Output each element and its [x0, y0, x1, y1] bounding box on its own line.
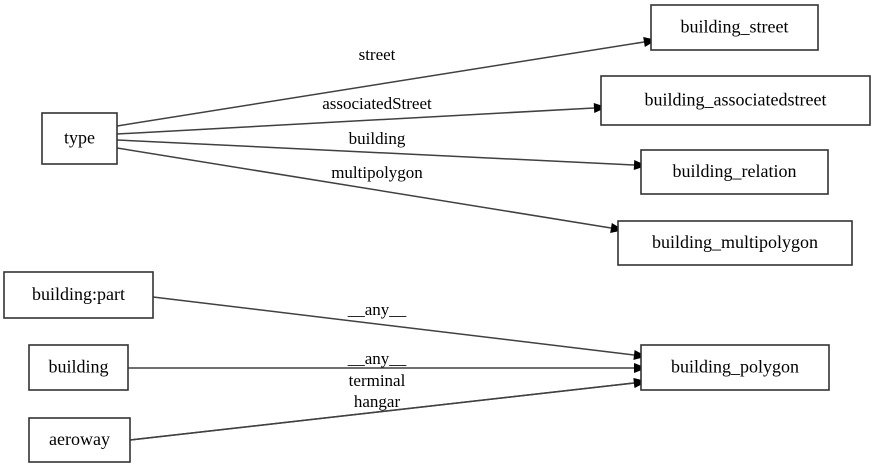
node-box[interactable]: [617, 220, 853, 266]
node-building_associatedstreet[interactable]: building_associatedstreet: [600, 75, 871, 126]
edge-labels-layer: street associatedStreet building multipolyg…: [322, 45, 432, 411]
node-label: building: [48, 357, 108, 377]
edge-arrowhead-icon: [633, 378, 647, 388]
edge-line: [116, 147, 612, 229]
node-type[interactable]: type: [41, 112, 118, 165]
node-label: aeroway: [49, 429, 110, 449]
node-box[interactable]: [640, 344, 830, 391]
node-aeroway[interactable]: aeroway: [28, 417, 131, 463]
edge-label-e7: terminal: [349, 371, 406, 390]
edge-line: [116, 107, 595, 135]
edge-line: [152, 296, 635, 356]
edges-layer: [116, 37, 657, 441]
edge-label-e6: __any__: [347, 349, 407, 368]
node-box[interactable]: [28, 344, 129, 391]
edge-line: [116, 41, 645, 127]
node-label: building:part: [32, 284, 125, 304]
node-label: building_relation: [673, 161, 797, 181]
edge-label-e1: street: [359, 45, 396, 64]
node-box[interactable]: [640, 149, 829, 195]
nodes-layer: type building_street building_associatedst…: [3, 4, 871, 463]
edge-label-e8: hangar: [354, 392, 401, 411]
node-label: building_polygon: [671, 357, 799, 377]
node-box[interactable]: [600, 75, 871, 126]
edge-line: [129, 382, 635, 441]
node-label: type: [64, 128, 95, 148]
node-building_polygon[interactable]: building_polygon: [640, 344, 830, 391]
node-building_street[interactable]: building_street: [650, 4, 819, 51]
node-box[interactable]: [650, 4, 819, 51]
node-label: building_street: [681, 17, 789, 37]
node-building_multipolygon[interactable]: building_multipolygon: [617, 220, 853, 266]
edge-label-e4: multipolygon: [331, 163, 423, 182]
node-box[interactable]: [3, 271, 154, 319]
edge-label-e2: associatedStreet: [322, 94, 432, 113]
edge-arrowhead-icon: [633, 350, 647, 360]
node-building_relation[interactable]: building_relation: [640, 149, 829, 195]
edge-building_part-to-building_polygon: [152, 296, 647, 360]
node-box[interactable]: [41, 112, 118, 165]
edge-label-e5: __any__: [347, 300, 407, 319]
node-building_part[interactable]: building:part: [3, 271, 154, 319]
node-label: building_multipolygon: [652, 232, 818, 252]
node-box[interactable]: [28, 417, 131, 463]
node-label: building_associatedstreet: [645, 90, 827, 110]
edge-aeroway-to-building_polygon: [129, 378, 647, 441]
edge-line: [116, 139, 635, 166]
edge-label-e3: building: [349, 129, 406, 148]
node-building[interactable]: building: [28, 344, 129, 391]
